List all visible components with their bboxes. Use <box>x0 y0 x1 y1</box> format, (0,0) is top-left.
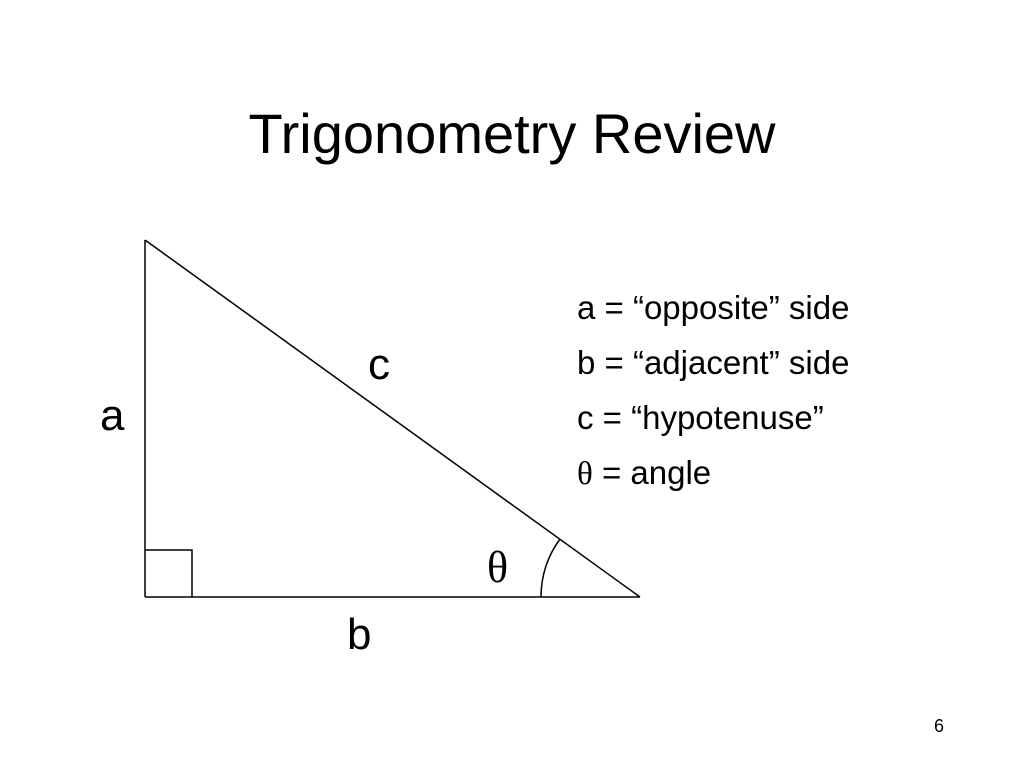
definition-adjacent: b = “adjacent” side <box>577 335 849 390</box>
label-side-c: c <box>368 340 390 389</box>
definition-symbol: b <box>577 344 596 381</box>
definition-text: = “hypotenuse” <box>593 399 824 436</box>
definition-text: = “adjacent” side <box>595 344 850 381</box>
definition-opposite: a = “opposite” side <box>577 280 849 335</box>
right-angle-marker <box>145 549 193 597</box>
definition-text: = angle <box>592 454 712 491</box>
definition-symbol: θ <box>577 456 593 492</box>
definition-symbol: c <box>577 399 594 436</box>
slide-title: Trigonometry Review <box>248 102 776 165</box>
definitions-list: a = “opposite” side b = “adjacent” side … <box>577 280 849 502</box>
definition-hypotenuse: c = “hypotenuse” <box>577 390 849 445</box>
label-side-b: b <box>347 610 371 659</box>
side-hypotenuse-line <box>144 239 641 598</box>
label-angle-theta: θ <box>487 543 508 592</box>
angle-arc <box>540 538 561 598</box>
definition-angle: θ = angle <box>577 445 849 502</box>
label-side-a: a <box>100 391 125 440</box>
page-number: 6 <box>933 716 944 736</box>
definition-symbol: a <box>577 289 596 326</box>
definition-text: = “opposite” side <box>595 289 850 326</box>
